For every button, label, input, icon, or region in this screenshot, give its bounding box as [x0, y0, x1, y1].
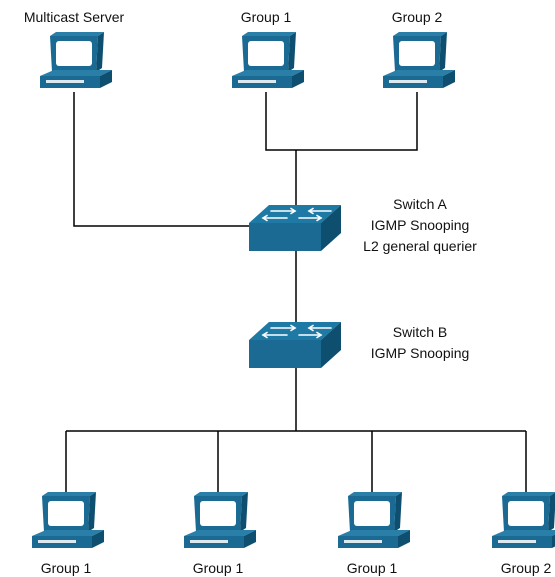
- computer-icon: [32, 492, 104, 548]
- link-server-switch-a: [73, 92, 250, 227]
- switch-a-role: IGMP Snooping: [371, 217, 470, 233]
- link-top-group2: [296, 92, 418, 151]
- bottom-host-2: Group 1: [184, 492, 256, 576]
- bottom-host-4: Group 2: [492, 492, 555, 576]
- switch-b-name: Switch B: [393, 324, 447, 340]
- switch-icon: [249, 205, 341, 251]
- connections: [65, 92, 527, 496]
- computer-icon: [383, 32, 455, 88]
- bottom-host-2-label: Group 1: [193, 560, 244, 576]
- link-top-group1: [265, 92, 296, 151]
- switch-a-querier: L2 general querier: [363, 238, 477, 254]
- bottom-host-1-label: Group 1: [41, 560, 92, 576]
- top-host-group2: Group 2: [383, 9, 455, 88]
- top-host-group1-label: Group 1: [241, 9, 292, 25]
- computer-icon: [184, 492, 256, 548]
- computer-icon: [232, 32, 304, 88]
- computer-icon: [492, 492, 555, 548]
- switch-a: Switch A IGMP Snooping L2 general querie…: [249, 196, 477, 254]
- multicast-server-label: Multicast Server: [24, 9, 125, 25]
- top-host-group2-label: Group 2: [392, 9, 443, 25]
- bottom-host-3: Group 1: [338, 492, 410, 576]
- bottom-host-1: Group 1: [32, 492, 104, 576]
- switch-b: Switch B IGMP Snooping: [249, 322, 469, 368]
- computer-icon: [40, 32, 112, 88]
- switch-a-name: Switch A: [393, 196, 447, 212]
- multicast-server: Multicast Server: [24, 9, 125, 88]
- switch-b-role: IGMP Snooping: [371, 345, 470, 361]
- switch-icon: [249, 322, 341, 368]
- bottom-host-4-label: Group 2: [501, 560, 552, 576]
- computer-icon: [338, 492, 410, 548]
- bottom-host-3-label: Group 1: [347, 560, 398, 576]
- top-host-group1: Group 1: [232, 9, 304, 88]
